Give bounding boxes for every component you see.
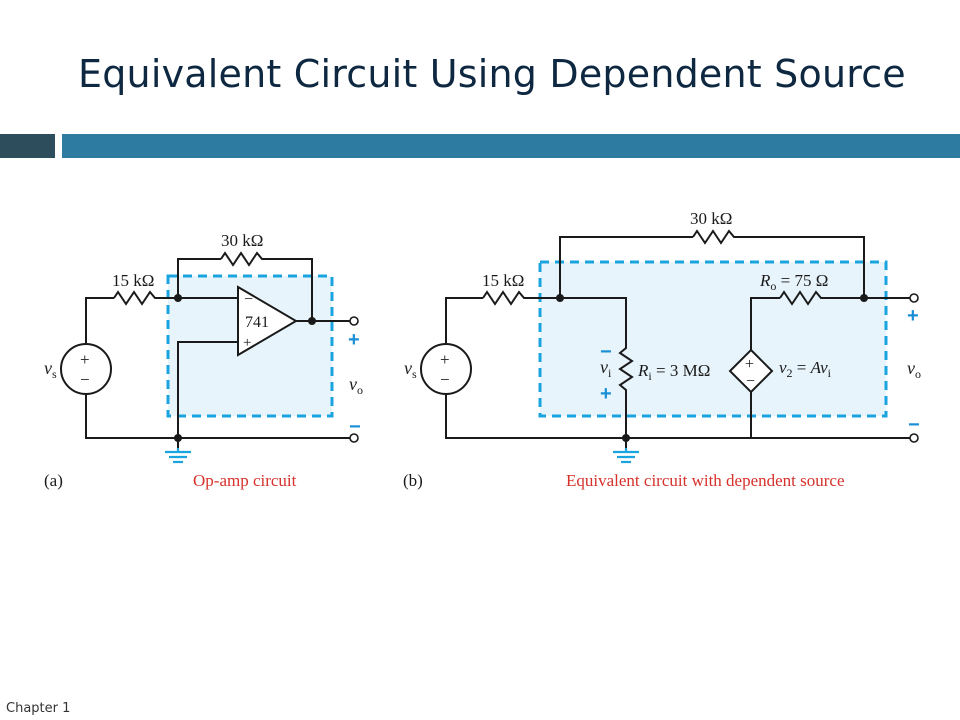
a-wire-noninverting <box>177 341 238 438</box>
a-node-ground <box>174 434 182 442</box>
title-accent-bar-blue <box>62 134 960 158</box>
a-wire-ground-rail <box>85 394 350 439</box>
b-wire-feedback-left <box>559 236 693 298</box>
b-dependent-source <box>728 348 774 394</box>
b-output-plus: + <box>907 305 919 327</box>
a-panel-label: (a) <box>44 471 63 490</box>
a-wire-feedback-right <box>265 258 313 321</box>
a-node-inverting <box>174 294 182 302</box>
b-source-label: vs <box>404 358 417 381</box>
b-input-resistor-label: 15 kΩ <box>482 271 524 290</box>
slide-title: Equivalent Circuit Using Dependent Sourc… <box>78 52 906 96</box>
a-output-terminal-top <box>349 316 359 326</box>
b-node-input <box>556 294 564 302</box>
b-input-resistance-label: Ri = 3 MΩ <box>637 361 710 383</box>
b-dep-source-plus: + <box>745 356 754 373</box>
b-feedback-resistor <box>692 229 737 245</box>
figure-b: + − vs + − 30 kΩ 15 kΩ Ro = 75 Ω − vi + … <box>403 209 921 490</box>
a-opamp-minus: − <box>244 291 253 308</box>
a-source-minus: − <box>80 370 90 389</box>
a-source-plus: + <box>80 350 90 369</box>
a-opamp-triangle <box>237 285 298 357</box>
b-wire-feedback-right <box>737 236 865 298</box>
b-input-resistor <box>482 290 527 306</box>
b-caption: Equivalent circuit with dependent source <box>566 471 845 490</box>
a-output-plus: + <box>348 329 360 351</box>
slide-footer: Chapter 1 <box>6 701 71 716</box>
b-source-minus: − <box>440 370 450 389</box>
b-vi-top-sign: − <box>600 341 612 363</box>
title-accent-bar-dark <box>0 134 55 158</box>
b-ground-icon <box>613 448 639 464</box>
b-output-terminal-bottom <box>909 433 919 443</box>
a-input-resistor <box>113 290 158 306</box>
a-feedback-resistor <box>220 251 265 267</box>
b-wire-dep-top <box>750 297 780 350</box>
b-voltage-source <box>420 343 472 395</box>
a-node-output <box>308 317 316 325</box>
b-panel-label: (b) <box>403 471 423 490</box>
figure-a: − 741 + + − vs 30 kΩ 15 kΩ + − vo (a) Op… <box>44 231 363 490</box>
b-vi-label: vi <box>600 357 612 380</box>
a-voltage-source <box>60 343 112 395</box>
b-dep-source-minus: − <box>746 373 755 390</box>
b-output-resistor-label: Ro = 75 Ω <box>759 271 828 293</box>
b-source-plus: + <box>440 350 450 369</box>
b-node-ground <box>622 434 630 442</box>
b-feedback-resistor-label: 30 kΩ <box>690 209 732 228</box>
b-wire-ground-rail <box>445 394 910 439</box>
b-dep-source-label: v2 = Avi <box>779 358 832 380</box>
a-output-label: vo <box>349 374 363 397</box>
b-output-terminal-top <box>909 293 919 303</box>
figure-b-dashed-box <box>538 260 888 418</box>
a-ground-icon <box>165 448 191 464</box>
a-caption: Op-amp circuit <box>193 471 297 490</box>
a-source-label: vs <box>44 358 57 381</box>
a-output-minus: − <box>349 416 361 438</box>
a-input-resistor-label: 15 kΩ <box>112 271 154 290</box>
b-node-output <box>860 294 868 302</box>
b-input-resistance <box>618 337 634 397</box>
b-output-resistor <box>779 290 824 306</box>
a-opamp-plus: + <box>243 335 251 351</box>
a-output-terminal-bottom <box>349 433 359 443</box>
a-opamp-label: 741 <box>245 314 269 331</box>
b-wire-source-top <box>445 297 483 344</box>
b-output-minus: − <box>908 414 920 436</box>
a-wire-feedback-left <box>177 258 221 298</box>
a-wire-source-top <box>85 297 114 344</box>
b-output-label: vo <box>907 358 921 381</box>
a-feedback-resistor-label: 30 kΩ <box>221 231 263 250</box>
b-vi-bottom-sign: + <box>600 383 612 405</box>
